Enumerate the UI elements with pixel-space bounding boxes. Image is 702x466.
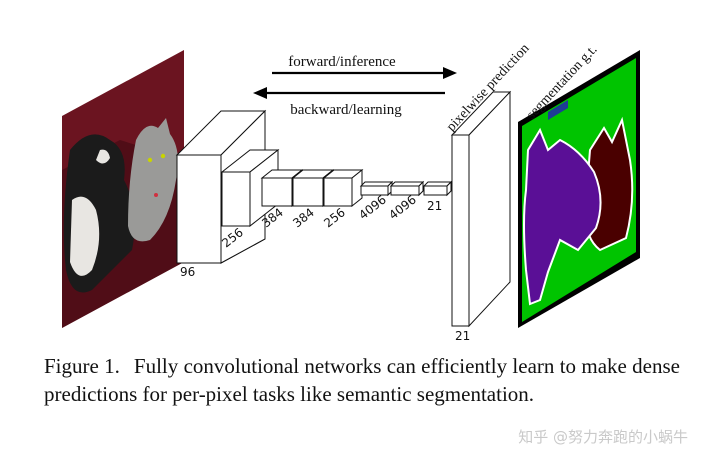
watermark: 知乎 @努力奔跑的小蜗牛 — [518, 428, 688, 446]
caption-text: Fully convolutional networks can efficie… — [44, 354, 680, 406]
label-conv1: 96 — [180, 265, 195, 279]
layer-fc8 — [422, 180, 453, 197]
figure-caption: Figure 1.Fully convolutional networks ca… — [44, 352, 680, 408]
layer-conv5 — [322, 168, 364, 208]
label-conv4: 384 — [290, 205, 317, 230]
label-conv5: 256 — [321, 205, 348, 230]
backward-arrow — [253, 87, 445, 99]
backward-label: backward/learning — [290, 102, 402, 118]
segmentation-gt — [518, 50, 640, 328]
layer-fc7 — [389, 180, 425, 197]
layer-output — [450, 90, 512, 328]
forward-label: forward/inference — [288, 54, 396, 70]
caption-label: Figure 1. — [44, 354, 120, 378]
forward-arrow — [272, 67, 457, 79]
label-fc7: 4096 — [386, 193, 419, 223]
input-photo — [62, 50, 184, 328]
label-fc8: 21 — [427, 199, 442, 213]
label-output: 21 — [455, 329, 470, 343]
layer-fc6 — [359, 180, 394, 197]
